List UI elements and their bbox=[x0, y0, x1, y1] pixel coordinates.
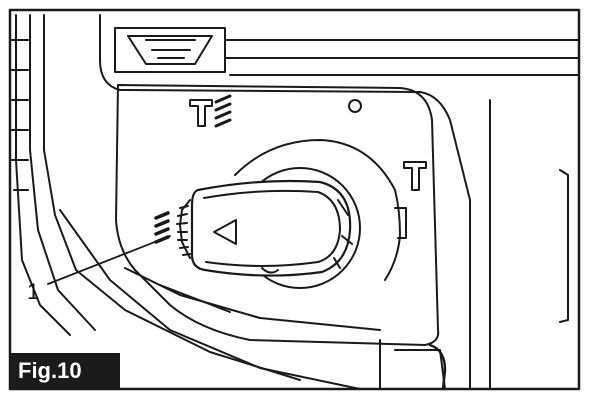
callout-leader-line bbox=[47, 235, 171, 285]
indicator-hole bbox=[348, 99, 362, 113]
right-housing-detail bbox=[559, 169, 569, 323]
hammer-drill-symbol bbox=[189, 94, 232, 128]
figure-label: Fig.10 bbox=[10, 353, 120, 389]
change-lever[interactable] bbox=[176, 179, 353, 277]
arrow-triangle-icon bbox=[213, 219, 237, 245]
selector-plate bbox=[115, 84, 440, 346]
housing-left-edge bbox=[11, 14, 361, 390]
housing-top-lines bbox=[99, 14, 580, 390]
figure-frame bbox=[8, 8, 581, 391]
vent-slot bbox=[114, 27, 226, 73]
hammer-symbol bbox=[403, 161, 427, 191]
lever-body[interactable] bbox=[190, 179, 352, 277]
housing-lower-lines bbox=[124, 267, 447, 391]
callout-number-1: 1 bbox=[27, 279, 40, 304]
rotation-symbol bbox=[154, 211, 170, 244]
